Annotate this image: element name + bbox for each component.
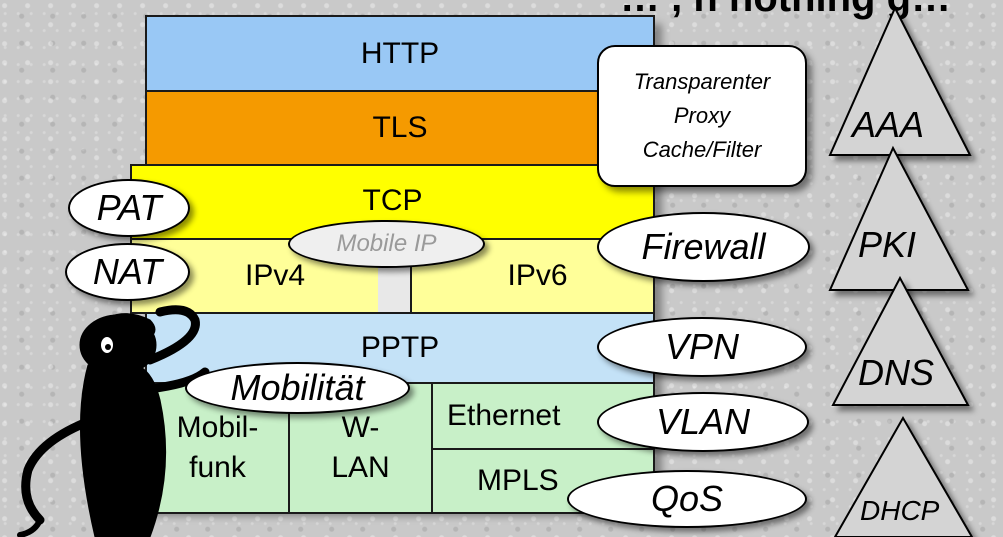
service-dhcp-label: DHCP [860, 495, 940, 526]
callout-mobilitaet: Mobilität [185, 362, 410, 414]
layer-ipv4-label: IPv4 [244, 259, 306, 292]
callout-qos-label: QoS [650, 478, 724, 519]
triangle-dhcp [833, 415, 974, 537]
proxy-box: Transparenter Proxy Cache/Filter [597, 45, 807, 187]
layer-pptp-label: PPTP [360, 331, 440, 364]
callout-vlan-label: VLAN [655, 401, 751, 442]
callout-pat-label: PAT [96, 187, 162, 228]
callout-vlan: VLAN [597, 392, 809, 452]
triangle-aaa [828, 5, 972, 156]
service-aaa-label: AAA [852, 104, 925, 145]
layer-ipv6-label: IPv6 [507, 259, 568, 292]
service-pki-label: PKI [858, 224, 917, 265]
callout-vpn-label: VPN [664, 326, 740, 367]
layer-tls: TLS [145, 90, 655, 166]
service-dns-label: DNS [858, 352, 935, 393]
callout-nat-label: NAT [92, 251, 163, 292]
layer-http-label: HTTP [360, 36, 440, 70]
callout-firewall: Firewall [597, 212, 810, 282]
callout-mobilitaet-label: Mobilität [230, 367, 365, 408]
layer-tls-label: TLS [372, 111, 428, 144]
callout-nat: NAT [65, 243, 190, 301]
callout-firewall-label: Firewall [641, 226, 766, 267]
headline-text: … , n nothing g… [620, 0, 951, 21]
callout-mobile-ip: Mobile IP [288, 220, 485, 268]
triangle-dns [831, 275, 970, 406]
callout-pat: PAT [68, 179, 190, 237]
callout-vpn: VPN [597, 317, 807, 377]
callout-qos: QoS [567, 470, 807, 528]
callout-mobile-ip-label: Mobile IP [336, 230, 437, 257]
layer-tcp-label: TCP [362, 184, 423, 217]
